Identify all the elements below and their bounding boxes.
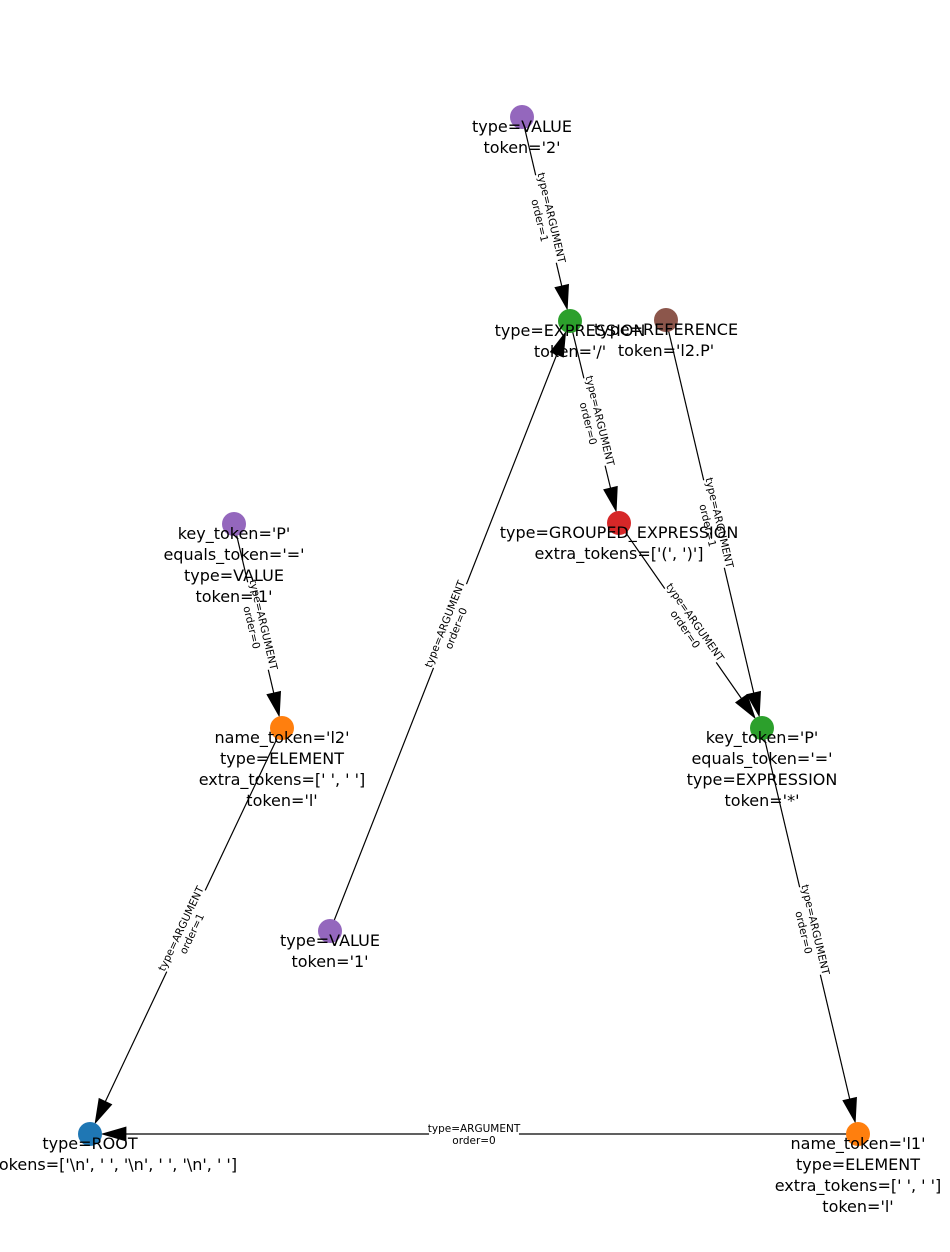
node-element-l1 bbox=[846, 1122, 870, 1146]
edge-label-background bbox=[234, 579, 282, 673]
node-label-line: type=VALUE bbox=[280, 931, 380, 950]
edges-layer bbox=[94, 116, 858, 1142]
node-label-line: extra_tokens=[' ', ' '] bbox=[775, 1176, 942, 1196]
node-label-expression-div: type=EXPRESSION token='/' bbox=[495, 321, 646, 361]
edge-label-mul-to-l1: type=ARGUMENTorder=0 bbox=[786, 883, 834, 978]
node-label-line: name_token='l2' bbox=[215, 728, 350, 748]
node-label-line: token='*' bbox=[725, 791, 800, 810]
edge-label-div-to-grouped: type=ARGUMENTorder=0 bbox=[570, 374, 619, 469]
node-reference-l2p bbox=[654, 308, 678, 332]
node-label-reference-l2p: type=REFERENCE token='l2.P' bbox=[594, 320, 738, 360]
edge-label-background bbox=[420, 579, 480, 673]
edge-label-value1-to-div: type=ARGUMENTorder=0 bbox=[420, 578, 480, 673]
edge-label-value2-to-div: type=ARGUMENTorder=1 bbox=[522, 171, 570, 266]
node-label-line: key_token='P' bbox=[706, 728, 819, 748]
node-label-line: token='1' bbox=[195, 587, 272, 606]
node-label-line: type=ELEMENT bbox=[220, 749, 344, 768]
edge-label-background bbox=[522, 172, 570, 266]
node-expression-mul bbox=[750, 716, 774, 740]
node-value-key-p bbox=[222, 512, 246, 536]
node-label-line: token='l2.P' bbox=[618, 341, 714, 360]
node-label-line: equals_token='=' bbox=[691, 749, 832, 769]
node-root bbox=[78, 1122, 102, 1146]
node-label-element-l1: name_token='l1'type=ELEMENT extra_tokens=… bbox=[775, 1134, 942, 1216]
edge-label-background bbox=[429, 1120, 519, 1148]
node-label-line: extra_tokens=['(', ')'] bbox=[535, 544, 704, 564]
node-label-line: token='1' bbox=[291, 952, 368, 971]
edge-label-background bbox=[653, 580, 728, 671]
node-label-line: extra_tokens=[' ', ' '] bbox=[199, 770, 366, 790]
edge-label-line: type=ARGUMENT bbox=[428, 1123, 521, 1135]
arrowhead-icon bbox=[94, 1097, 113, 1125]
node-label-line: name_token='l1' bbox=[791, 1134, 926, 1154]
node-label-value-key-p: key_token='P'equals_token='='type=VALUE t… bbox=[163, 524, 304, 606]
node-label-line: type=VALUE bbox=[472, 117, 572, 136]
edge-label-background bbox=[570, 375, 619, 469]
arrowhead-icon bbox=[734, 693, 756, 720]
node-expression-div bbox=[558, 309, 582, 333]
node-label-line: token='l' bbox=[246, 791, 317, 810]
edge-label-background bbox=[786, 884, 834, 978]
node-value-1 bbox=[318, 919, 342, 943]
node-label-value-1: type=VALUE token='1' bbox=[280, 931, 380, 971]
node-grouped-expression bbox=[607, 511, 631, 535]
node-label-line: type=EXPRESSION bbox=[687, 770, 838, 789]
arrowhead-icon bbox=[603, 485, 618, 513]
node-label-line: equals_token='=' bbox=[163, 545, 304, 565]
arrowhead-icon bbox=[746, 690, 761, 718]
arrowhead-icon bbox=[549, 330, 567, 358]
node-label-line: token='/' bbox=[534, 342, 606, 361]
edge-labels-layer: type=ARGUMENTorder=1 type=ARGUMENTorder=0… bbox=[154, 171, 834, 1148]
node-label-line: type=REFERENCE bbox=[594, 320, 738, 339]
edge-label-background bbox=[154, 884, 218, 978]
edge-label-background bbox=[690, 477, 738, 571]
node-label-value-2: type=VALUE token='2' bbox=[472, 117, 572, 157]
arrowhead-icon bbox=[842, 1096, 857, 1124]
node-element-l2 bbox=[270, 716, 294, 740]
node-label-line: token='2' bbox=[483, 138, 560, 157]
node-label-root: type=ROOT extra_tokens=['\n', ' ', '\n', … bbox=[0, 1134, 237, 1175]
node-label-line: type=ROOT bbox=[42, 1134, 137, 1153]
edge-label-grouped-to-mul: type=ARGUMENTorder=0 bbox=[653, 580, 728, 671]
node-label-expression-mul: key_token='P'equals_token='='type=EXPRES… bbox=[687, 728, 838, 810]
arrowhead-icon bbox=[266, 690, 281, 718]
node-label-line: type=GROUPED_EXPRESSION bbox=[500, 523, 739, 543]
node-label-line: extra_tokens=['\n', ' ', '\n', ' ', '\n'… bbox=[0, 1155, 237, 1175]
node-label-line: type=EXPRESSION bbox=[495, 321, 646, 340]
edge-label-l2-to-root: type=ARGUMENTorder=1 bbox=[154, 884, 218, 978]
node-label-element-l2: name_token='l2'type=ELEMENT extra_tokens=… bbox=[199, 728, 366, 810]
node-value-2 bbox=[510, 105, 534, 129]
node-label-line: type=VALUE bbox=[184, 566, 284, 585]
node-label-line: token='l' bbox=[822, 1197, 893, 1216]
arrowhead-icon bbox=[100, 1126, 127, 1142]
edge-label-line: order=0 bbox=[452, 1135, 495, 1147]
nodes-layer bbox=[78, 105, 870, 1146]
arrowhead-icon bbox=[554, 283, 569, 311]
node-label-line: type=ELEMENT bbox=[796, 1155, 920, 1174]
node-label-line: key_token='P' bbox=[178, 524, 291, 544]
